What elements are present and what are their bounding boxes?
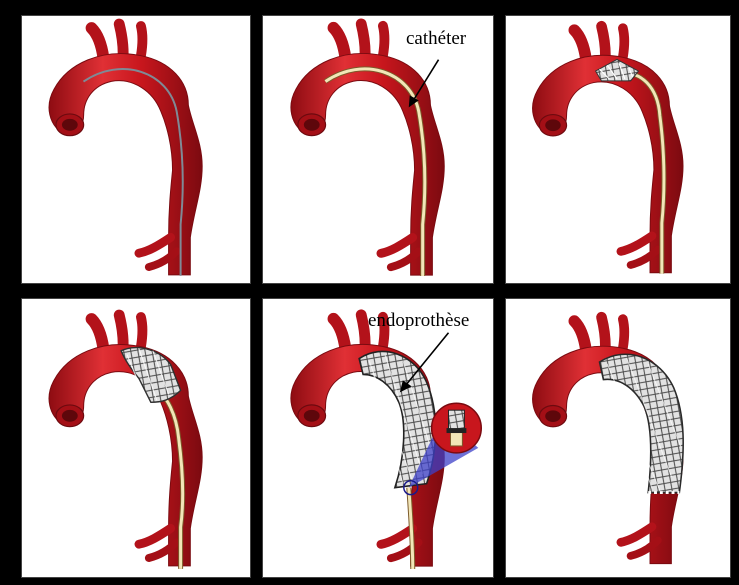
fully-deployed-stent bbox=[599, 354, 683, 492]
aorta-guidewire-illustration bbox=[22, 16, 250, 283]
partially-deployed-stent bbox=[121, 348, 180, 403]
panel-step-2: cathéter bbox=[262, 15, 494, 284]
panel-step-5: endoprothèse bbox=[262, 298, 494, 578]
aorta-fully-deployed-stent-illustration bbox=[506, 299, 730, 577]
endoprosthesis-label: endoprothèse bbox=[368, 311, 469, 330]
aorta-partial-deployment-illustration bbox=[22, 299, 250, 577]
panel-step-6 bbox=[505, 298, 731, 578]
catheter-label: cathéter bbox=[406, 29, 466, 48]
aorta-compressed-stent-illustration bbox=[506, 16, 730, 283]
detail-inset bbox=[432, 403, 482, 453]
panel-step-4 bbox=[21, 298, 251, 578]
aorta-catheter-illustration bbox=[263, 16, 493, 283]
panel-step-3 bbox=[505, 15, 731, 284]
aorta-stent-with-detail-illustration bbox=[263, 299, 493, 577]
panel-step-1 bbox=[21, 15, 251, 284]
